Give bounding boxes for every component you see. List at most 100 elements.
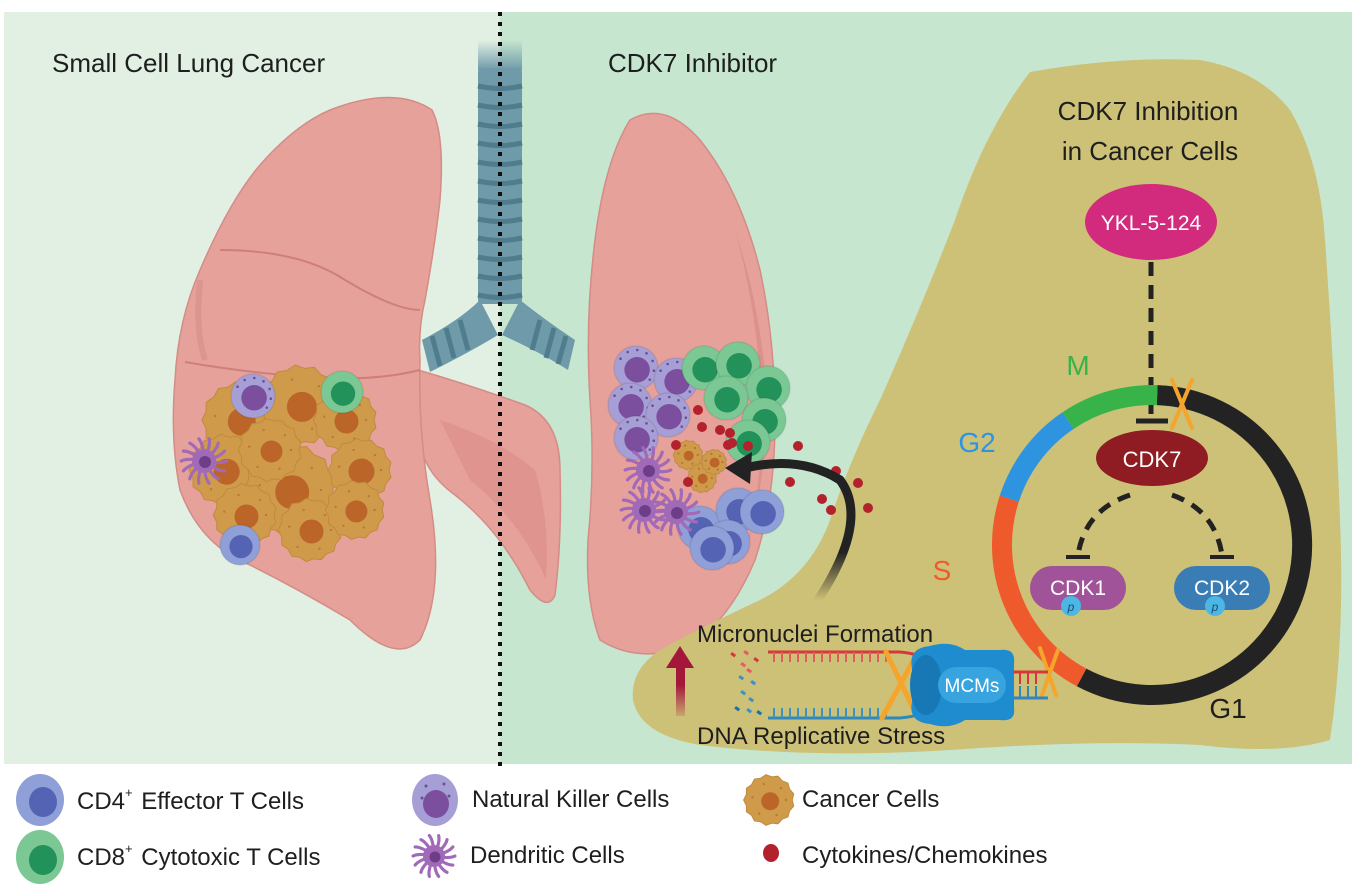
nk-cell xyxy=(607,382,653,428)
cancer-cell-icon xyxy=(743,774,795,826)
micronuclei-label: Micronuclei Formation xyxy=(697,621,933,648)
cytokine xyxy=(826,505,836,515)
dna-fragment xyxy=(750,680,757,686)
legend-label-cancer: Cancer Cells xyxy=(802,786,940,813)
immune-cells-right xyxy=(607,341,791,571)
legend-label-dendritic: Dendritic Cells xyxy=(470,842,625,869)
phase-arc-g1 xyxy=(1076,385,1313,705)
cd4-t-cell xyxy=(739,489,785,535)
trachea-ring xyxy=(477,83,523,91)
dna-fragment xyxy=(748,696,755,703)
cancer-cells-shrunk xyxy=(672,439,727,494)
dna-fragment xyxy=(756,709,763,716)
cytokine xyxy=(715,425,725,435)
dna-fragment xyxy=(743,649,750,656)
phase-label-g1: G1 xyxy=(1209,693,1246,724)
cancer-cell xyxy=(743,774,795,826)
legend-item-cd4: CD4+ Effector T Cells xyxy=(77,784,305,815)
cytokine xyxy=(817,494,827,504)
right-panel-title: CDK7 Inhibitor xyxy=(608,48,777,78)
cytokine-icon xyxy=(763,844,779,862)
trachea-ring xyxy=(477,121,523,129)
cytokine xyxy=(697,422,707,432)
phospho-icon xyxy=(1205,596,1225,616)
trachea-ring xyxy=(477,216,523,224)
compartment-title-line2: in Cancer Cells xyxy=(1062,136,1238,166)
legend-item-cd8: CD8+ Cytotoxic T Cells xyxy=(77,840,321,871)
dendritic-cell xyxy=(623,446,673,494)
legend: CD4+ Effector T Cells CD8+ Cytotoxic T C… xyxy=(0,770,1356,894)
nk-cell xyxy=(230,373,276,419)
cd8-t-cell xyxy=(320,370,364,414)
dendritic-cell xyxy=(651,488,701,536)
cell-cycle-ring xyxy=(991,385,1313,705)
legend-label-cd8: CD8 xyxy=(77,843,126,871)
recruitment-arrow xyxy=(725,452,856,605)
trachea-ring xyxy=(477,273,523,281)
phase-label-m: M xyxy=(1066,350,1089,381)
legend-label-cd4: CD4 xyxy=(77,787,126,815)
cytokine xyxy=(793,441,803,451)
dendritic-cell xyxy=(411,834,457,878)
legend-label-cytokines: Cytokines/Chemokines xyxy=(802,842,1048,869)
dna-fragment xyxy=(740,689,747,696)
cancer-cell xyxy=(700,448,727,476)
cdk2-node: CDK2 p xyxy=(1174,566,1270,616)
cytokine-dots xyxy=(671,405,873,515)
svg-text:CDK1: CDK1 xyxy=(1050,577,1106,600)
cdk7-to-cdk1-dashed xyxy=(1075,492,1131,556)
dna-fragment xyxy=(746,667,753,674)
inhibitor-ykl-5-124: YKL-5-124 xyxy=(1085,184,1217,260)
legend-label-nk: Natural Killer Cells xyxy=(472,786,670,813)
trachea-ring xyxy=(477,102,523,110)
cytokine xyxy=(723,440,733,450)
phase-arc-s xyxy=(991,495,1087,687)
cytokine xyxy=(693,405,703,415)
increase-arrow-icon xyxy=(666,646,694,716)
dna-fragment xyxy=(730,652,737,658)
nk-cell xyxy=(645,392,691,438)
cd8-t-cell xyxy=(703,375,749,421)
nk-cell xyxy=(613,345,659,391)
x-mark-m-g1 xyxy=(1170,378,1194,430)
cdk7-node: CDK7 xyxy=(1096,430,1208,486)
replicative-stress-label: DNA Replicative Stress xyxy=(697,723,945,750)
dendritic-cell xyxy=(179,437,229,485)
cd8-t-cell xyxy=(715,341,761,387)
cdk1-node: CDK1 p xyxy=(1030,566,1126,616)
cdk7-to-cdk2-dashed xyxy=(1171,492,1225,556)
cytokine xyxy=(785,477,795,487)
cd4-t-cell-icon xyxy=(16,774,64,826)
cytokine xyxy=(725,428,735,438)
cytokine xyxy=(863,503,873,513)
svg-text:p: p xyxy=(1211,600,1219,614)
trachea-ring xyxy=(477,292,523,300)
cytokine xyxy=(853,478,863,488)
dna-fragments xyxy=(730,649,763,716)
phase-arc-m xyxy=(1062,385,1158,430)
dendritic-cell-icon xyxy=(411,834,457,878)
compartment-title-line1: CDK7 Inhibition xyxy=(1058,96,1239,126)
svg-text:CDK2: CDK2 xyxy=(1194,577,1250,600)
dna-fragment xyxy=(746,708,753,714)
left-panel-title: Small Cell Lung Cancer xyxy=(52,48,325,78)
phase-arc-g2 xyxy=(999,412,1074,502)
phospho-icon xyxy=(1061,596,1081,616)
legend-item-cytokines: Cytokines/Chemokines xyxy=(802,834,1047,878)
trachea-ring xyxy=(477,254,523,262)
svg-text:CDK7: CDK7 xyxy=(1123,447,1182,472)
trachea-ring xyxy=(477,235,523,243)
cytokine xyxy=(683,477,693,487)
phase-label-g2: G2 xyxy=(958,427,995,458)
dna-fragment xyxy=(753,657,760,663)
mcm-helicase: MCMs xyxy=(910,643,1015,727)
cd8-t-cell-icon xyxy=(16,830,64,884)
cancer-cell xyxy=(277,497,342,563)
trachea xyxy=(422,40,575,372)
legend-item-nk: Natural Killer Cells xyxy=(472,778,669,822)
legend-item-dendritic: Dendritic Cells xyxy=(470,834,625,878)
cd4-t-cell xyxy=(689,525,735,571)
cytokine xyxy=(743,441,753,451)
immune-cells-left xyxy=(179,370,364,566)
